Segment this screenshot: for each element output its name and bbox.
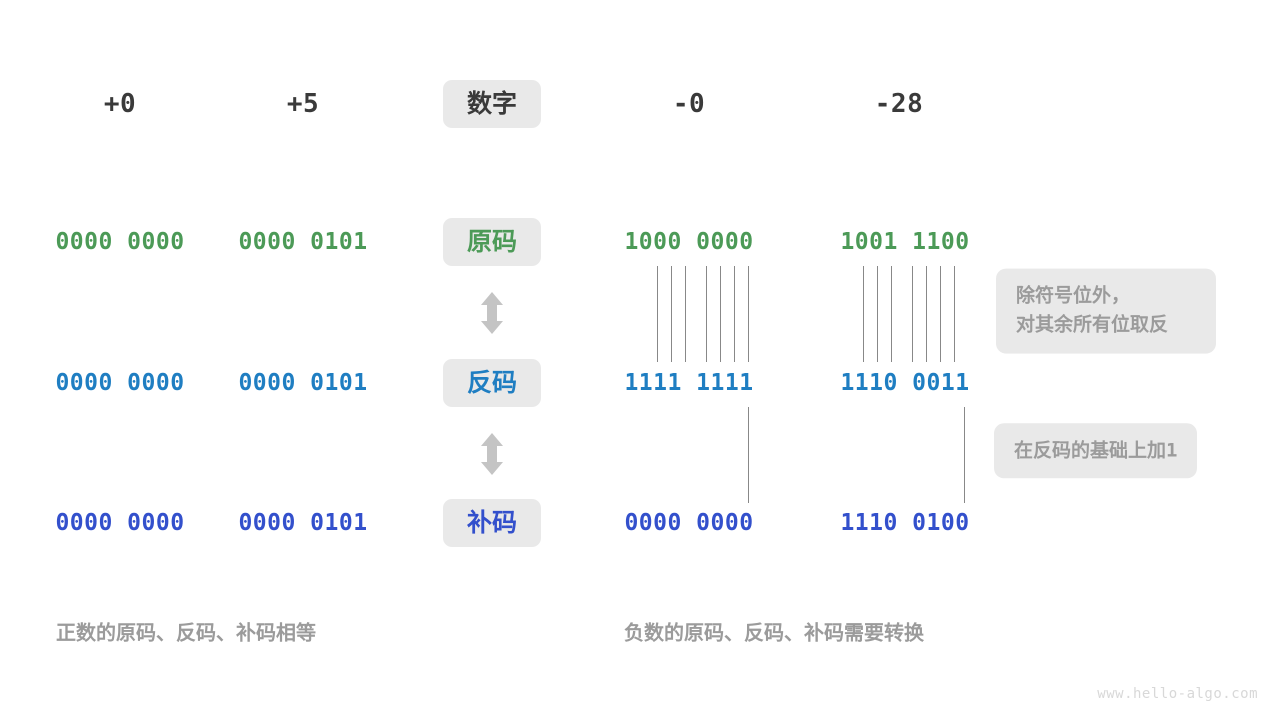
- sign-magnitude-plus-five: 0000 0101: [238, 229, 368, 255]
- connector-line: [891, 266, 892, 362]
- sign-magnitude-minus-28: 1001 1100: [840, 229, 970, 255]
- connector-line: [706, 266, 707, 362]
- header-plus-five: +5: [286, 89, 320, 119]
- header-plus-zero: +0: [103, 89, 137, 119]
- ones-complement-minus-zero: 1111 1111: [624, 370, 754, 396]
- connector-line: [720, 266, 721, 362]
- connector-line: [863, 266, 864, 362]
- ones-complement-minus-28: 1110 0011: [840, 370, 970, 396]
- annotation-invert-note: 除符号位外， 对其余所有位取反: [996, 268, 1216, 354]
- connector-line: [954, 266, 955, 362]
- sign-magnitude-minus-zero: 1000 0000: [624, 229, 754, 255]
- ones-complement-plus-five: 0000 0101: [238, 370, 368, 396]
- sign-magnitude-plus-zero: 0000 0000: [55, 229, 185, 255]
- connector-line: [940, 266, 941, 362]
- twos-complement-plus-five: 0000 0101: [238, 510, 368, 536]
- connector-line: [734, 266, 735, 362]
- arrow-up-down-icon-upper: [479, 291, 505, 335]
- twos-complement-plus-zero: 0000 0000: [55, 510, 185, 536]
- twos-complement-minus-zero: 0000 0000: [624, 510, 754, 536]
- connector-line: [877, 266, 878, 362]
- connector-line: [748, 266, 749, 362]
- pill-number-header-label: 数字: [466, 89, 517, 118]
- arrow-up-down-icon-lower: [479, 432, 505, 476]
- annotation-add-one-note: 在反码的基础上加1: [994, 423, 1198, 479]
- caption-positive: 正数的原码、反码、补码相等: [56, 622, 316, 645]
- pill-sign-magnitude: 原码: [443, 218, 541, 266]
- pill-sign-magnitude-label: 原码: [466, 227, 517, 256]
- connector-line: [748, 407, 749, 503]
- watermark: www.hello-algo.com: [1097, 686, 1258, 702]
- header-minus-twentyeight: -28: [874, 89, 924, 119]
- caption-negative: 负数的原码、反码、补码需要转换: [624, 622, 924, 645]
- annotation-add-one-text: 在反码的基础上加: [1014, 440, 1167, 462]
- connector-line: [964, 407, 965, 503]
- annotation-add-one-value: 1: [1166, 439, 1178, 462]
- pill-ones-complement-label: 反码: [466, 368, 517, 397]
- connector-line: [685, 266, 686, 362]
- pill-twos-complement: 补码: [443, 499, 541, 547]
- pill-ones-complement: 反码: [443, 359, 541, 407]
- ones-complement-plus-zero: 0000 0000: [55, 370, 185, 396]
- connector-line: [912, 266, 913, 362]
- twos-complement-minus-28: 1110 0100: [840, 510, 970, 536]
- pill-number-header: 数字: [443, 80, 541, 128]
- connector-line: [657, 266, 658, 362]
- header-minus-zero: -0: [672, 89, 706, 119]
- pill-twos-complement-label: 补码: [466, 508, 517, 537]
- connector-line: [926, 266, 927, 362]
- connector-line: [671, 266, 672, 362]
